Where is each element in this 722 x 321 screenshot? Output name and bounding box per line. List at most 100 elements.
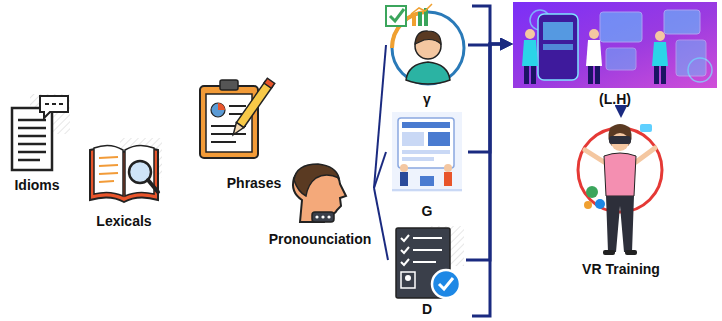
lh-node: (L.H) <box>513 2 717 108</box>
phrases-icon-part <box>200 86 258 158</box>
lh-picture-part <box>652 42 668 66</box>
lh-picture-part <box>538 14 578 80</box>
vr-figure-part <box>603 250 615 255</box>
vr-training-node: VR Training <box>565 118 677 278</box>
vr-figure-part <box>595 199 605 209</box>
vr-figure-part <box>609 136 631 144</box>
gamma-icon-part <box>386 6 406 26</box>
g-icon-part <box>398 118 454 168</box>
vr-figure-part <box>636 148 655 162</box>
d-icon-part <box>413 261 436 263</box>
idioms-icon-part <box>59 103 63 105</box>
d-node: D <box>388 224 466 318</box>
idioms-icon-part <box>18 143 46 146</box>
phrases-icon <box>200 78 275 158</box>
node-label: γ <box>423 90 431 108</box>
gamma-icon-part <box>411 4 432 14</box>
d-icon <box>396 226 464 298</box>
idioms-icon-part <box>52 103 56 105</box>
lh-picture-part <box>589 29 599 39</box>
phrases-icon-part <box>211 103 225 117</box>
idioms-icon-part <box>18 135 46 138</box>
vr-figure-part <box>586 186 598 198</box>
phrases-icon-part <box>218 103 225 110</box>
lh-picture-part <box>586 40 602 66</box>
phrases-icon-part <box>230 78 275 137</box>
idioms-node: Idioms <box>4 92 70 194</box>
connector-line <box>374 188 388 260</box>
node-label: VR Training <box>582 260 660 278</box>
lh-picture-part <box>661 66 666 84</box>
lh-picture-part <box>525 29 535 39</box>
g-icon-part <box>392 189 462 191</box>
lh-picture-part <box>606 48 636 70</box>
flow-arrow <box>466 44 507 260</box>
lh-picture-part <box>676 40 706 76</box>
vr-figure-part <box>625 250 637 255</box>
idioms-icon-part <box>18 159 40 162</box>
d-icon-part <box>405 275 411 281</box>
pronounciation-icon-part <box>312 212 334 222</box>
g-icon-part <box>402 150 450 154</box>
phrases-icon-part <box>211 141 236 143</box>
lh-picture-part <box>654 66 659 84</box>
node-label: Idioms <box>14 176 59 194</box>
idioms-icon-part <box>18 151 46 154</box>
g-icon-part <box>402 122 450 128</box>
connector-line <box>374 152 386 188</box>
vr-figure-part <box>604 153 636 196</box>
gamma-icon <box>386 4 464 84</box>
vr-figure-part <box>640 124 652 132</box>
d-icon-part <box>413 249 442 251</box>
phrases-icon-part <box>229 105 246 107</box>
phrases-icon-part-part <box>236 81 272 127</box>
gamma-icon-part <box>406 62 450 84</box>
vr-figure <box>578 124 662 255</box>
lexicals-node: Lexicals <box>84 138 164 230</box>
lh-picture-part <box>595 66 600 84</box>
lexicals-icon-part <box>125 145 154 196</box>
d-icon-part <box>401 235 409 241</box>
connector-line <box>374 45 386 188</box>
g-icon <box>392 112 462 192</box>
gamma-icon-part <box>418 12 422 26</box>
node-label: G <box>422 202 433 220</box>
gamma-icon-part <box>390 9 404 21</box>
lexicals-icon-part <box>99 165 118 166</box>
phrases-icon-part <box>211 133 246 135</box>
pronounciation-icon-part <box>321 215 324 218</box>
lexicals-icon-part <box>99 173 118 174</box>
gamma-node: γ <box>386 4 468 108</box>
pronounciation-icon-part <box>315 215 318 218</box>
node-label: (L.H) <box>599 90 631 108</box>
pronounciation-node: Pronounciation <box>266 166 374 248</box>
g-icon-part <box>392 112 462 192</box>
lh-picture-part <box>543 22 573 40</box>
flow-arrow <box>468 44 507 152</box>
lh-picture-part <box>524 66 529 84</box>
group-bracket-part <box>472 6 490 316</box>
pronounciation-icon-part <box>327 215 330 218</box>
vr-figure-part <box>584 201 592 209</box>
idioms-icon-part <box>18 119 46 122</box>
pronounciation-icon <box>293 164 346 222</box>
idioms-icon-part <box>45 103 49 105</box>
group-bracket <box>472 6 490 316</box>
d-icon-part <box>401 247 409 253</box>
lexicals-icon <box>90 138 162 202</box>
g-icon-part <box>400 164 408 172</box>
g-node: G <box>386 106 468 220</box>
phrases-icon-part <box>220 80 238 90</box>
gamma-icon-part <box>415 31 441 44</box>
node-label: Phrases <box>227 174 281 192</box>
g-icon-part <box>402 132 424 146</box>
lh-picture-part <box>531 66 536 84</box>
vr-figure-part <box>606 196 634 252</box>
phrases-icon-part-part <box>264 78 275 88</box>
phrases-node: Phrases <box>212 72 296 192</box>
flow-arrow <box>619 108 623 112</box>
lexicals-icon-part <box>99 157 118 158</box>
d-icon-part <box>413 237 442 239</box>
pronounciation-icon-part <box>294 164 339 196</box>
lexicals-icon-part <box>94 145 123 196</box>
